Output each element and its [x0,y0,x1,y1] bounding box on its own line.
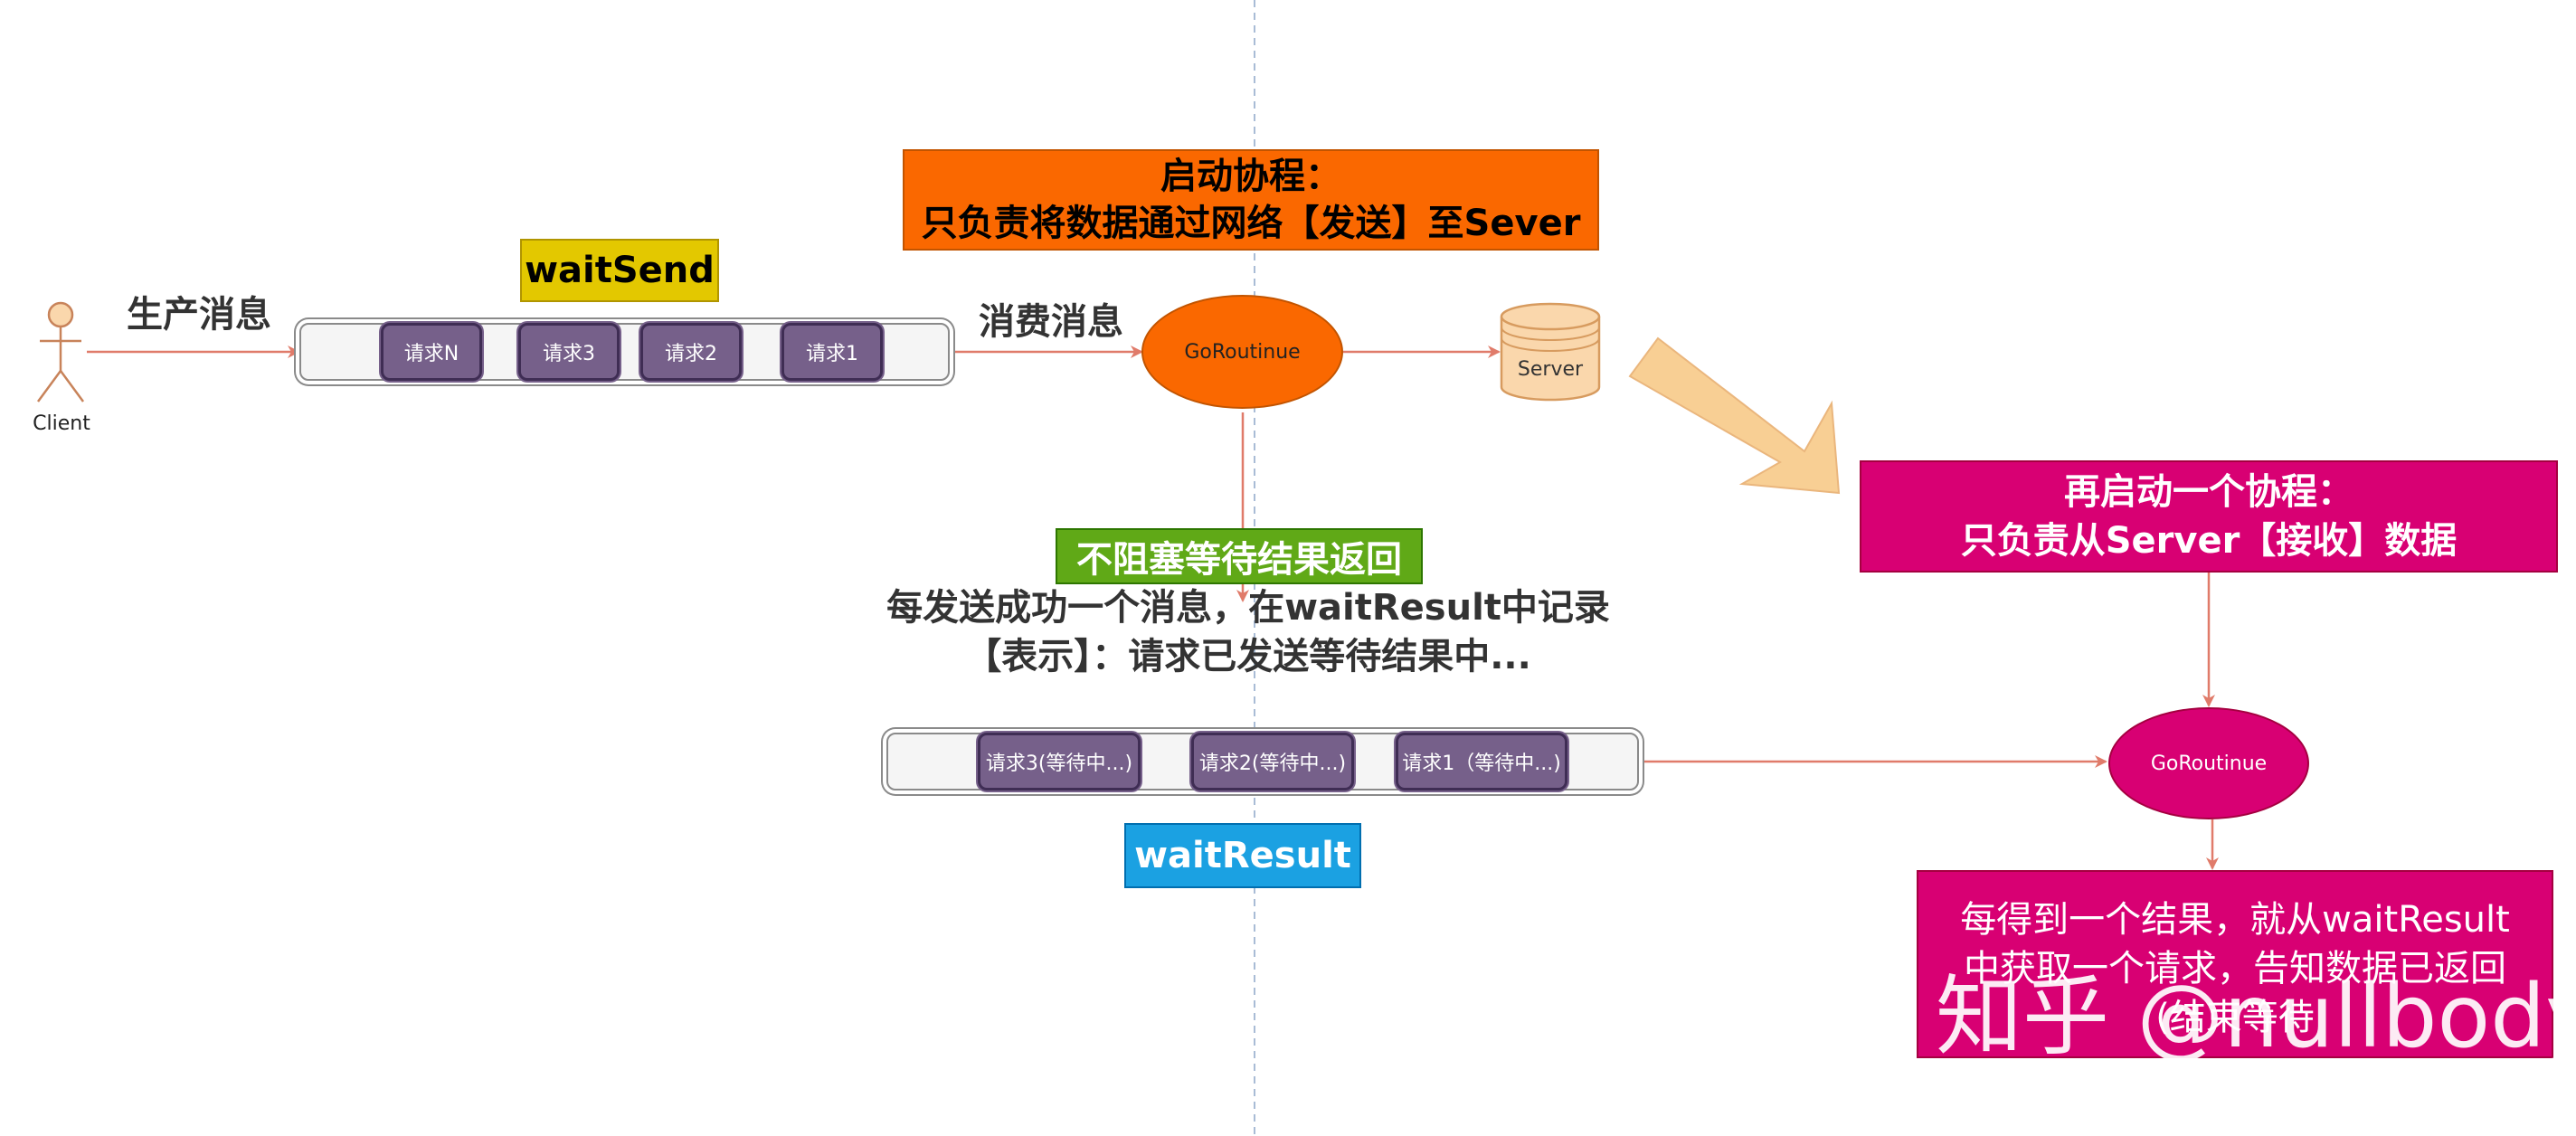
record-description-line2: 【表示】：请求已发送等待结果中... [965,636,1531,677]
watermark: 知乎 @nullbody [1936,966,2576,1067]
start-goroutine-line2: 只负责将数据通过网络【发送】至Sever [921,203,1581,244]
goroutine-send-node: GoRoutinue [1141,295,1343,409]
client-label: Client [33,412,90,435]
waitsend-item-n: 请求N [381,323,482,381]
result-box-line1: 每得到一个结果，就从waitResult [1960,899,2510,941]
start-goroutine-box: 启动协程： 只负责将数据通过网络【发送】至Sever [903,149,1599,251]
result-box-line2: 中获取一个请求，告知数据已返回 [1964,948,2506,989]
waitsend-item-1: 请求1 [781,323,883,381]
client-actor-icon [36,301,85,402]
record-description: 每发送成功一个消息，在waitResult中记录 【表示】：请求已发送等待结果中… [850,582,1646,682]
waitresult-item-2: 请求2(等待中...) [1191,733,1354,790]
waitresult-title: waitResult [1124,823,1361,888]
server-label: Server [1517,357,1584,381]
waitsend-item-3: 请求3 [518,323,620,381]
receive-goroutine-line2: 只负责从Server【接收】数据 [1960,520,2458,562]
waitsend-item-2: 请求2 [640,323,742,381]
record-description-line1: 每发送成功一个消息，在waitResult中记录 [886,587,1610,629]
consume-label: 消费消息 [979,301,1123,343]
waitsend-title: waitSend [520,239,719,302]
waitresult-item-3: 请求3(等待中...) [978,733,1141,790]
big-diagonal-arrow [1628,336,1841,495]
result-box-line3: (结束等待 [2155,997,2315,1038]
produce-label: 生产消息 [127,294,271,336]
start-goroutine-line1: 启动协程： [1160,156,1341,197]
result-box: 每得到一个结果，就从waitResult 中获取一个请求，告知数据已返回 (结束… [1917,870,2553,1058]
goroutine-receive-node: GoRoutinue [2108,707,2309,819]
server-database-icon [1500,302,1601,402]
waitresult-item-1: 请求1（等待中...) [1396,733,1567,790]
receive-goroutine-line1: 再启动一个协程： [2064,471,2353,513]
nonblock-wait-label: 不阻塞等待结果返回 [1056,528,1423,584]
receive-goroutine-box: 再启动一个协程： 只负责从Server【接收】数据 [1860,460,2558,573]
